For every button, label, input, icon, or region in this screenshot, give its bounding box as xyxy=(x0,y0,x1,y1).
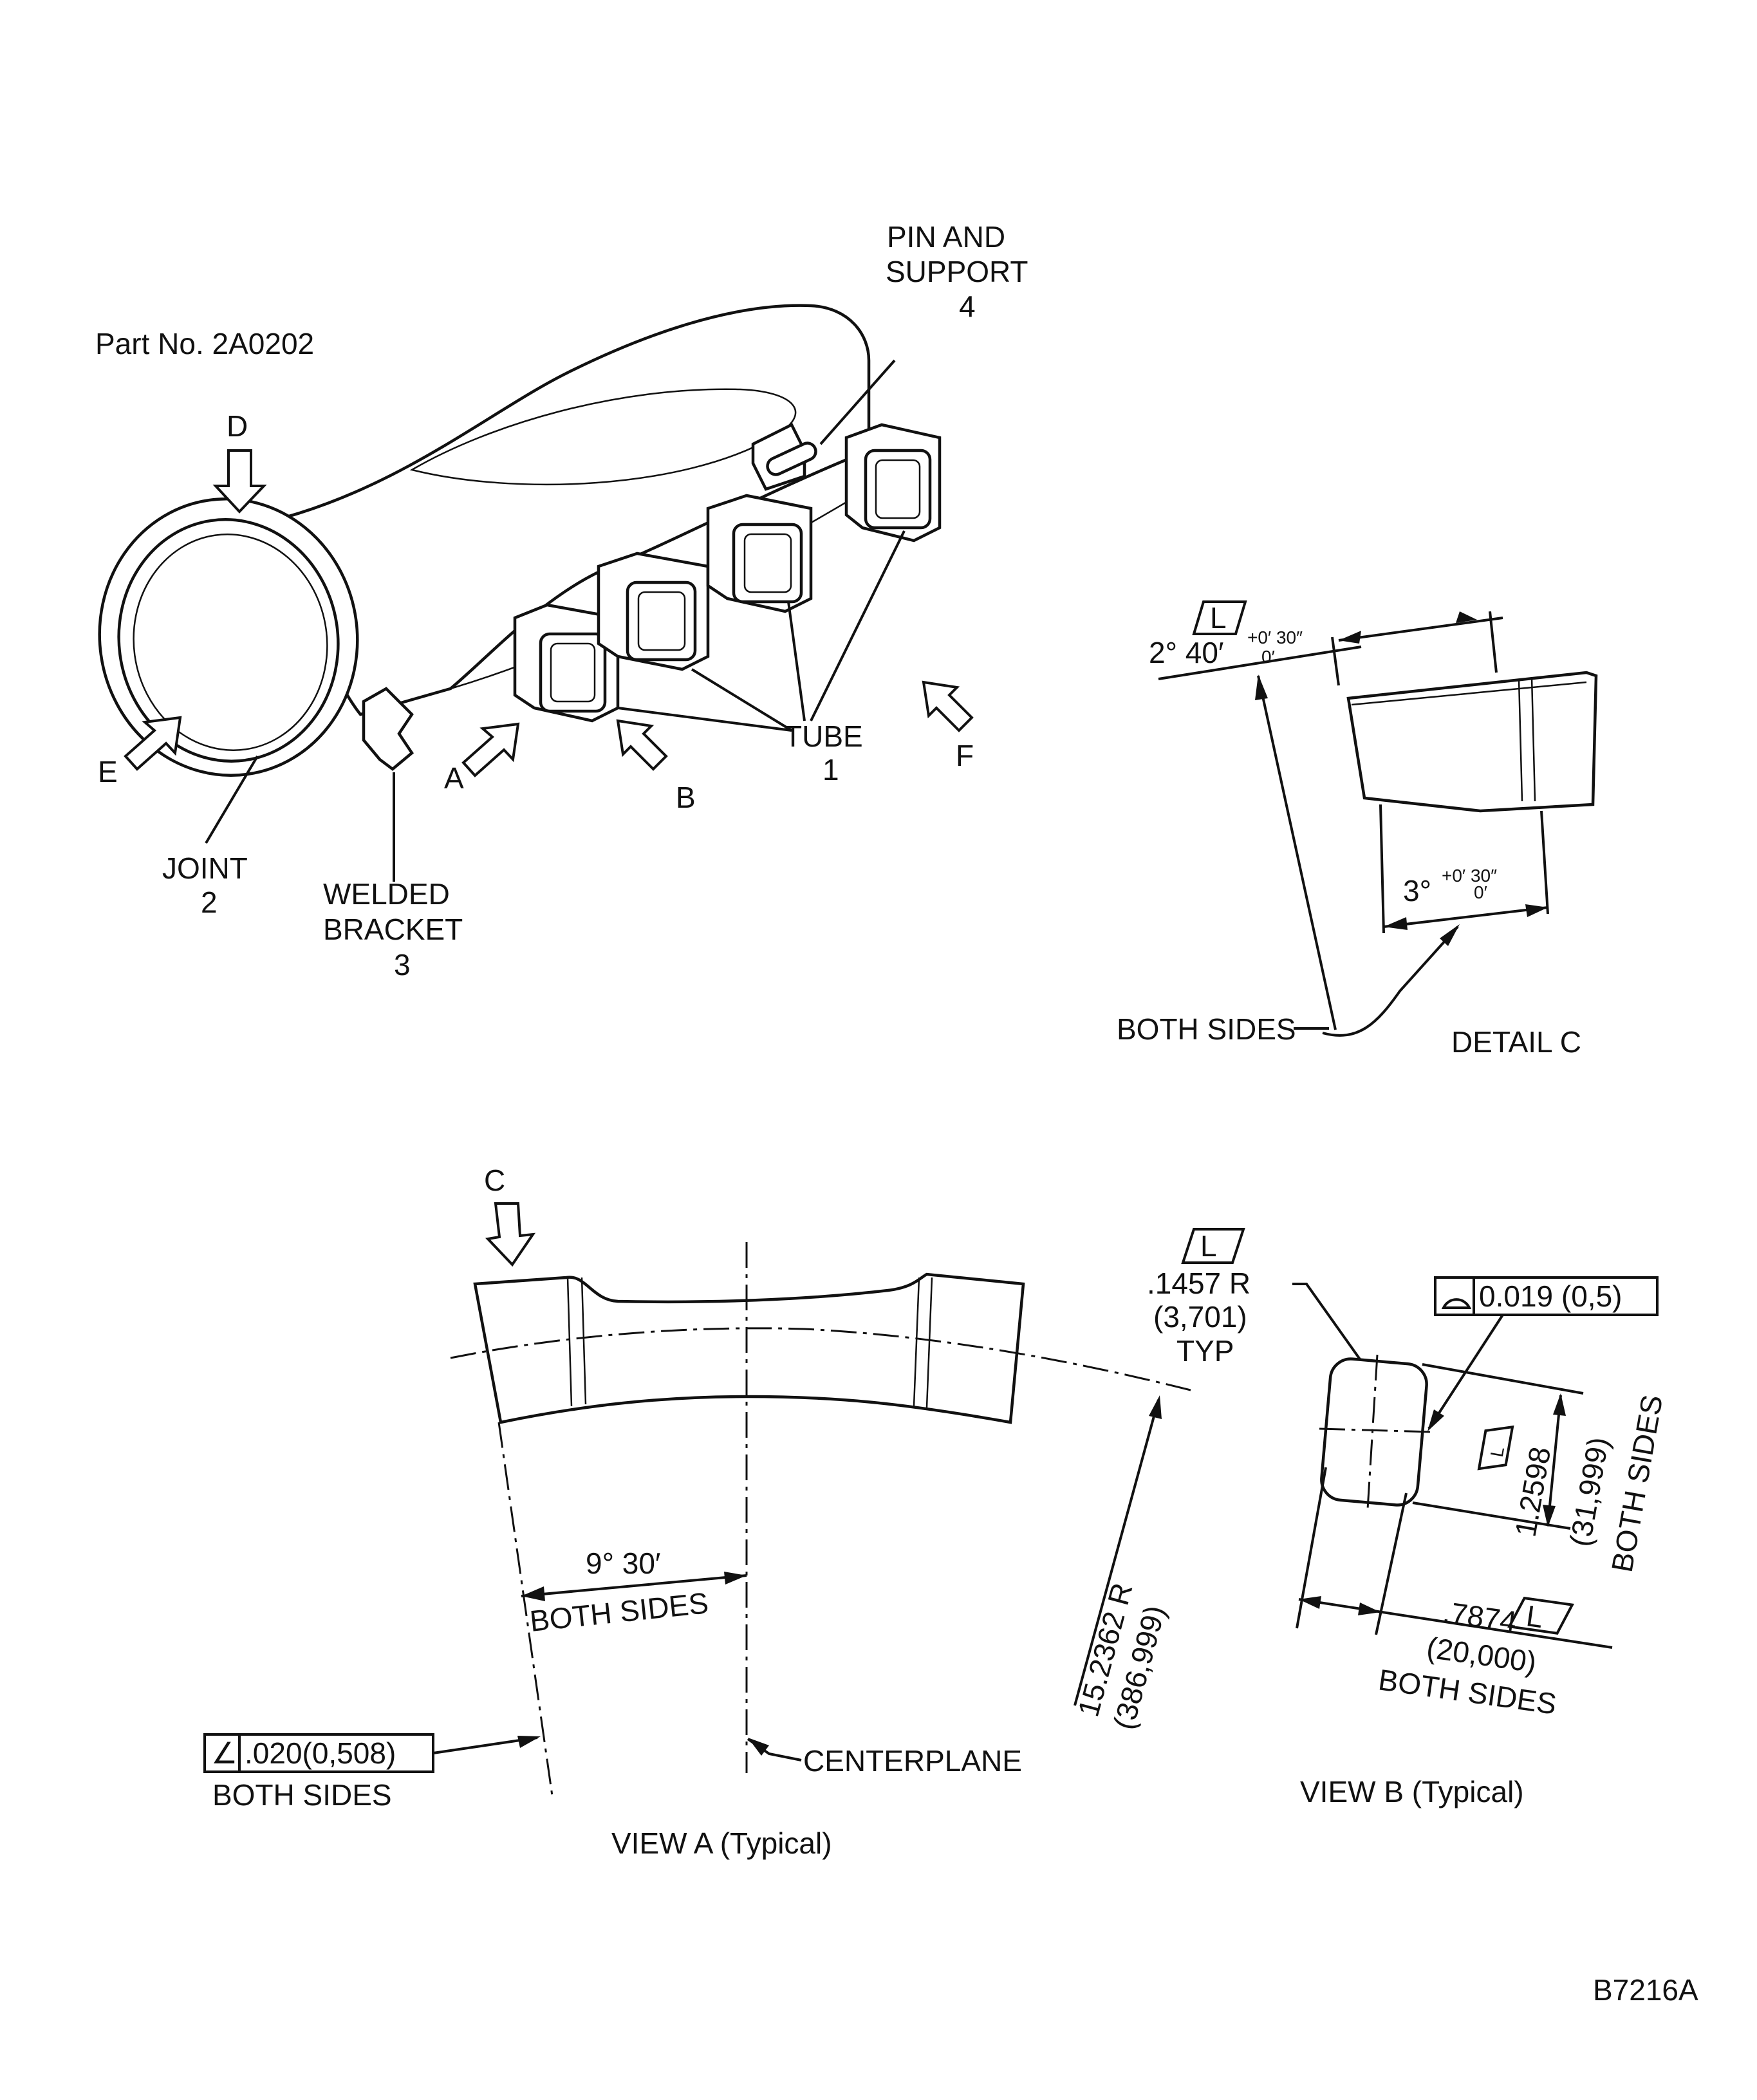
pin-and-support xyxy=(751,422,817,491)
view-b-height-note: BOTH SIDES xyxy=(1605,1392,1669,1574)
view-arrow-a: A xyxy=(444,722,520,795)
view-arrow-c: C xyxy=(484,1164,536,1267)
tube-1 xyxy=(513,603,620,723)
svg-text:E: E xyxy=(98,755,118,788)
callout-welded-bracket: WELDED BRACKET 3 xyxy=(323,877,463,981)
view-a-title: VIEW A (Typical) xyxy=(611,1826,832,1860)
detail-c-both-sides: BOTH SIDES xyxy=(1117,1012,1296,1046)
view-arrow-f: F xyxy=(922,680,974,772)
part-number: Part No. 2A0202 xyxy=(95,327,314,360)
view-a-tolerance-note: BOTH SIDES xyxy=(212,1778,392,1812)
detail-c-title: DETAIL C xyxy=(1451,1025,1581,1059)
isometric-assembly: Part No. 2A0202 xyxy=(95,220,1028,981)
svg-text:L: L xyxy=(1524,1599,1545,1634)
welded-bracket xyxy=(362,687,414,771)
leader-lines xyxy=(205,359,906,882)
svg-text:.020(0,508): .020(0,508) xyxy=(245,1736,396,1770)
svg-text:B: B xyxy=(676,781,696,814)
svg-text:∠: ∠ xyxy=(211,1736,237,1770)
drawing-id: B7216A xyxy=(1593,1973,1698,2007)
view-b-width: .7874 xyxy=(1441,1595,1519,1639)
view-b-corner-radius-metric: (3,701) xyxy=(1153,1300,1247,1333)
detail-c-lower-tol-minus: 0′ xyxy=(1474,882,1487,902)
view-b-height-metric: (31,999) xyxy=(1563,1435,1615,1549)
svg-text:0.019 (0,5): 0.019 (0,5) xyxy=(1479,1279,1622,1313)
datum-l-symbol: L xyxy=(1192,600,1247,635)
svg-text:L: L xyxy=(1487,1445,1508,1459)
view-arrow-d: D xyxy=(212,409,267,514)
svg-text:3: 3 xyxy=(394,948,411,981)
tube-4 xyxy=(844,423,942,543)
view-b-corner-note: TYP xyxy=(1176,1334,1234,1368)
tube-3 xyxy=(706,494,813,613)
svg-text:BRACKET: BRACKET xyxy=(323,913,463,946)
tube-2 xyxy=(597,552,710,671)
callout-joint: JOINT 2 xyxy=(162,851,248,919)
svg-text:JOINT: JOINT xyxy=(162,851,248,885)
callout-pin-and-support: PIN AND SUPPORT 4 xyxy=(886,220,1028,323)
view-arrow-e: E xyxy=(98,716,182,788)
svg-text:TUBE: TUBE xyxy=(784,720,863,753)
view-a: C CENTERPLANE 9° 30′ BOTH SIDES 15.2362 … xyxy=(203,1164,1191,1860)
svg-text:4: 4 xyxy=(959,290,976,323)
detail-c-angle-main: 2° 40′ xyxy=(1149,636,1224,669)
svg-text:L: L xyxy=(1200,1229,1217,1263)
svg-text:A: A xyxy=(444,761,464,795)
detail-c-tol-plus: +0′ 30″ xyxy=(1247,627,1303,647)
svg-text:F: F xyxy=(956,739,974,772)
view-a-part xyxy=(473,1272,1025,1424)
svg-text:1: 1 xyxy=(823,753,839,786)
svg-text:C: C xyxy=(484,1164,505,1197)
view-b-height-datum: L xyxy=(1477,1425,1514,1471)
view-a-centerplane: CENTERPLANE xyxy=(803,1744,1022,1778)
view-b-datum-l: L xyxy=(1181,1228,1245,1264)
joint-ring xyxy=(98,497,359,777)
view-b-title: VIEW B (Typical) xyxy=(1300,1775,1524,1808)
view-a-angle: 9° 30′ xyxy=(586,1547,661,1580)
view-arrow-b: B xyxy=(616,719,696,814)
svg-text:WELDED: WELDED xyxy=(323,877,450,911)
detail-c-angle-lower: 3° xyxy=(1403,874,1431,907)
detail-c-tol-minus: 0′ xyxy=(1261,647,1275,667)
view-b-corner-radius: .1457 R xyxy=(1147,1267,1250,1300)
detail-c: L 2° 40′ +0′ 30″ 0′ 3° +0′ 30″ 0′ BOTH S… xyxy=(1117,600,1598,1059)
svg-text:D: D xyxy=(227,409,248,443)
svg-text:L: L xyxy=(1210,601,1227,635)
duct-highlight xyxy=(409,388,797,486)
detail-c-lower-tol-plus: +0′ 30″ xyxy=(1442,866,1497,886)
svg-text:PIN AND: PIN AND xyxy=(887,220,1005,254)
view-b-profile-frame: 0.019 (0,5) xyxy=(1434,1276,1659,1316)
view-a-tolerance-frame: ∠ .020(0,508) xyxy=(203,1733,434,1773)
view-b-width-datum: L xyxy=(1507,1596,1574,1635)
svg-text:2: 2 xyxy=(201,886,218,919)
view-b: L .1457 R (3,701) TYP 0.019 (0,5) 1.2598 xyxy=(1147,1228,1669,1808)
callout-tube: TUBE 1 xyxy=(784,720,863,786)
svg-text:SUPPORT: SUPPORT xyxy=(886,255,1028,288)
